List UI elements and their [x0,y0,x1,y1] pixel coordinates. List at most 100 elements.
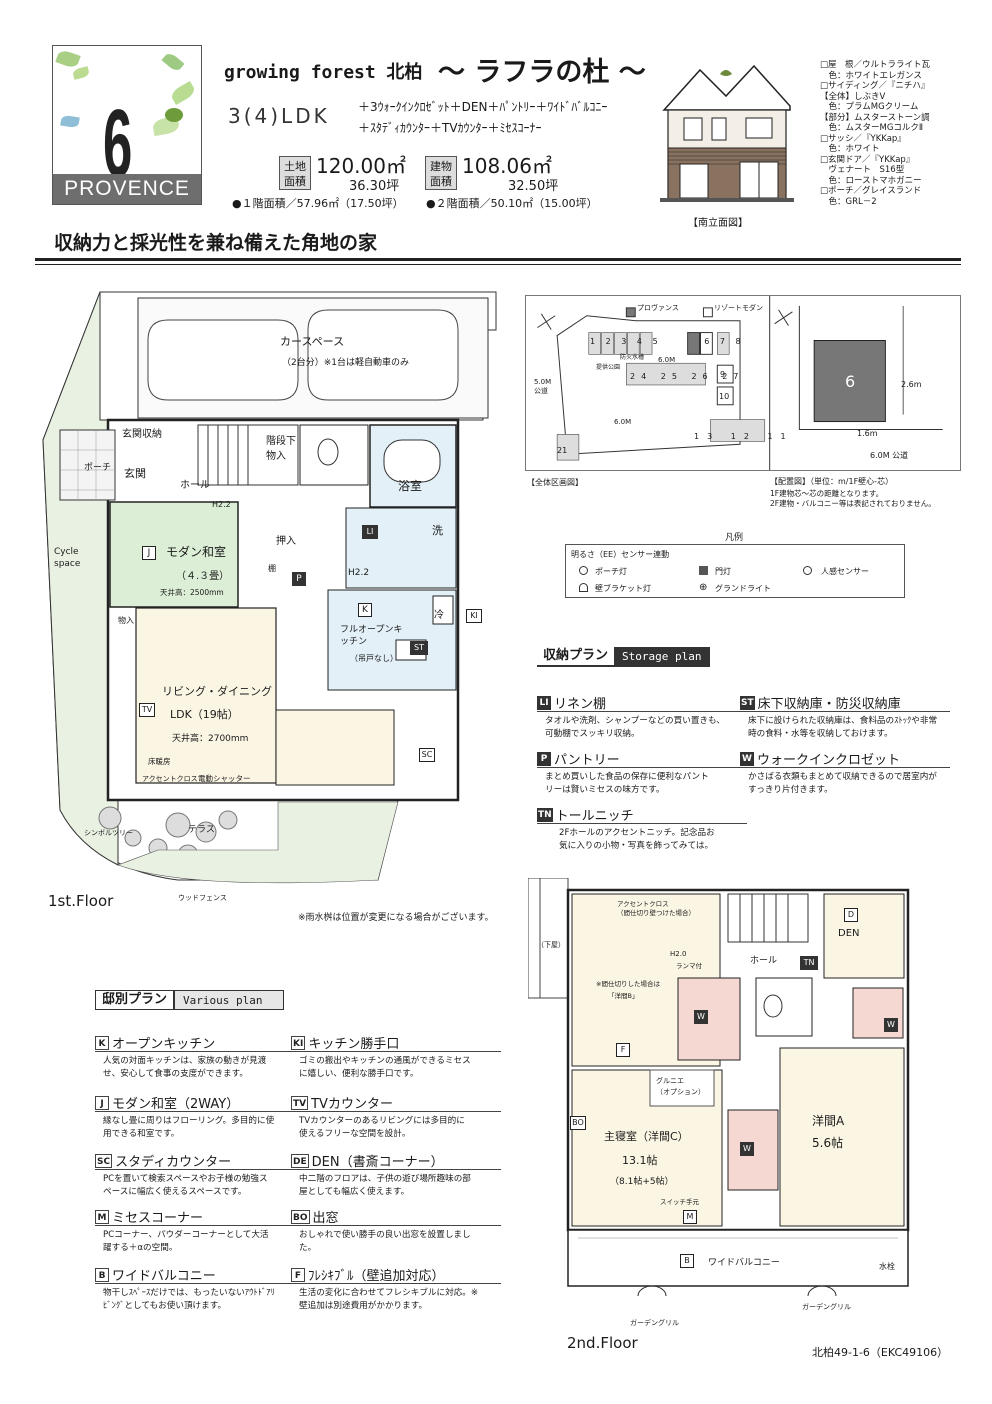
various-plan-title: 邸別プラン [95,990,175,1010]
ldk-label: リビング・ダイニング [162,685,272,698]
storage-item-icon: P [537,751,551,766]
road-detail: 6.0M 公道 [870,451,909,460]
transom-note: ランマ付 [676,962,702,970]
lot-number: 8 [735,337,745,346]
plan-item-icon: SC [95,1153,113,1168]
lot-number: 5 [652,337,662,346]
balcony-icon: B [680,1254,694,1268]
closet-label: 押入 [276,536,296,547]
floor-heating-label: 床暖房 [148,757,171,766]
mrs-corner-icon: M [683,1210,697,1224]
wash-label: 洗 [432,524,443,537]
spec-line: □玄関ドア／『YKKap』 [820,154,915,165]
title-en: growing forest 北柏 [224,62,423,83]
plan-item-icon: B [95,1267,109,1282]
storage-item-icon: ST [740,695,755,710]
plan-item-desc: 生活の変化に合わせてフレシキブルに対応。※壁追加は別途費用がかかります。 [299,1288,479,1311]
accent-cloth-label: アクセントクロス [142,775,198,783]
entrance-storage-label: 玄関収納 [122,429,162,440]
room-b-label: 「洋間B」 [608,992,639,1000]
leaf-icon [60,114,80,129]
storage-item-title: 床下収納庫・防災収納庫 [757,697,901,712]
accent-cloth-label: アクセントクロス [617,900,669,908]
building-area-label: 建物面積 [425,156,457,190]
legend-wall-light: 壁ブラケット灯 [595,584,651,593]
height-note: H2.2 [348,568,370,578]
plan-item-title: モダン和室（2WAY） [112,1097,240,1112]
distance-a: 2.6m [901,380,922,389]
bird-icon [165,108,183,122]
plan-item-desc: ゴミの搬出やキッチンの通風ができるミセスに嬉しい、便利な勝手口です。 [299,1056,471,1079]
spec-line: □屋 根／ウルトラライト瓦 [820,60,931,70]
room-a-label: 洋間A [812,1114,845,1128]
plan-item-desc: 人気の対面キッチンは、家族の動きが見渡せ、安心して食事の支度ができます。 [103,1056,267,1079]
storage-item-title: パントリー [554,753,620,768]
lot-number: 9 [720,370,726,379]
land-tsubo: 36.30坪 [349,179,400,194]
land-area: 120.00㎡ [316,154,406,178]
south-elevation-drawing [660,64,794,202]
plan-item-title: オープンキッチン [112,1037,216,1052]
balcony-label: ワイドバルコニー [708,1258,780,1268]
cycle-space-label: Cycle space [54,547,81,569]
road-left: 5.0M 公道 [534,378,552,395]
gate-light-icon [699,566,708,575]
spec-line: 色：ローストマホガニー [820,175,922,186]
motion-sensor-icon [803,566,812,575]
plan-item-icon: K [95,1035,109,1050]
storage-item-icon: TN [537,807,553,822]
pantry-icon: P [292,572,306,586]
legend-porch-light: ポーチ灯 [595,567,627,576]
second-floor-caption: 2nd.Floor [567,1334,638,1352]
floor1-area: ●１階面積／57.96㎡（17.50坪） [232,197,404,210]
den-icon: D [844,908,858,922]
storage-label: 物入 [118,616,134,625]
legend-title: 凡例 [725,533,744,543]
lots-row-2: 24 25 26 27 [630,372,744,381]
plan-item-title: ワイドバルコニー [112,1269,216,1284]
wic-icon: W [694,1010,708,1024]
shelf-label: 棚 [268,564,276,573]
lot-number: 1 [590,337,600,346]
gurunie-option: （オプション） [656,1088,705,1096]
japanese-room-size: （４.３畳） [176,571,230,582]
lot-number: 24 [630,372,653,381]
plan-item-title: キッチン勝手口 [308,1037,400,1052]
legend: 凡例 明るさ（EE）センサー連動 ポーチ灯 門灯 人感センサー 壁ブラケット灯 … [565,530,905,600]
gurunie-label: グルニエ [656,1077,684,1085]
wall-light-icon [579,583,588,592]
layout-type: 3(4)LDK [228,104,330,128]
spec-line: 色：ムスターMGコルクⅡ [820,123,924,133]
rain-note: ※雨水桝は位置が変更になる場合がございます。 [298,913,494,923]
spec-line: □ポーチ／グレイスランド [820,186,922,196]
lot-number: 3 [621,337,631,346]
leaf-icon [169,80,197,106]
study-counter-icon: SC [419,748,435,762]
storage-plan-title: 収納プラン [537,647,615,667]
storage-plan-title-en: Storage plan [614,647,710,667]
plan-item-desc: PCコーナー、パウダーコーナーとして大活躍する＋αの空間。 [103,1230,269,1253]
spec-line: 色：ホワイト [820,144,880,154]
plan-item-desc: 中二階のフロアは、子供の遊び場所趣味の部屋としても幅広く使えます。 [299,1174,471,1197]
overall-plan-caption: 【全体区画図】 [527,478,583,487]
options-line-1: ＋3ｳｫｰｸｲﾝｸﾛｾﾞｯﾄ＋DEN＋ﾊﾟﾝﾄﾘｰ＋ﾜｲﾄﾞﾊﾞﾙｺﾆｰ [358,100,608,114]
spec-line: 色：ホワイトエレガンス [820,70,922,81]
site-plan-drawing [525,295,961,471]
ground-light-icon: ⊕ [699,582,708,593]
stairs-storage-label: 階段下物入 [266,436,296,462]
legend-provence: プロヴァンス [637,304,679,312]
tall-niche-icon: TN [800,956,818,970]
storage-item-desc: かさばる衣類もまとめて収納できるので居室内がすっきり片付きます。 [748,772,937,795]
study-icon: ST [410,641,428,655]
bath-label: 浴室 [398,479,423,493]
garden-grill-label: ガーデングリル [802,1303,851,1311]
